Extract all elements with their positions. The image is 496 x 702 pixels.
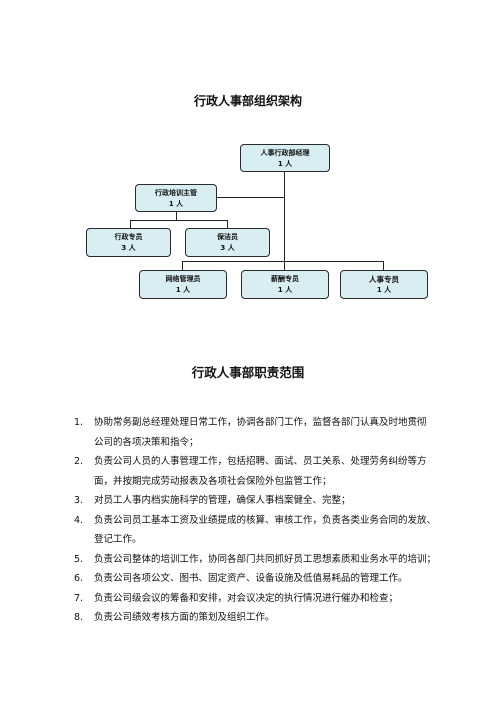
list-item: 8. 负责公司绩效考核方面的策划及组织工作。: [74, 608, 466, 628]
connector-line: [182, 261, 384, 262]
connector-line: [130, 220, 228, 221]
list-item-number: 4.: [74, 514, 84, 526]
connector-line: [130, 220, 131, 228]
org-node-title: 人事专员: [369, 275, 399, 284]
list-item-text: 登记工作。: [94, 534, 142, 545]
org-node-count: 3 人: [220, 244, 235, 252]
list-item-text: 负责公司级会议的筹备和安排，对会议决定的执行情况进行催办和检查；: [94, 592, 399, 604]
list-item: 3. 对员工人事内档实施科学的管理，确保人事档案健全、完整；: [74, 491, 466, 511]
list-item-number: 5.: [74, 553, 84, 565]
list-item-text: 负责公司各项公文、图书、固定资产、设备设施及低值易耗品的管理工作。: [94, 573, 408, 584]
list-item: 2. 负责公司人员的人事管理工作，包括招聘、面试、员工关系、处理劳务纠纷等方 面…: [74, 452, 466, 491]
list-item: 1. 协助常务副总经理处理日常工作，协调各部门工作，监督各部门认真及时地贯彻 公…: [74, 413, 466, 452]
list-item-number: 8.: [74, 612, 84, 623]
list-item: 6. 负责公司各项公文、图书、固定资产、设备设施及低值易耗品的管理工作。: [74, 569, 466, 589]
org-node-count: 1 人: [277, 160, 293, 168]
org-node-count: 1 人: [376, 286, 392, 294]
connector-line: [383, 261, 384, 270]
org-node-count: 1 人: [175, 286, 191, 294]
org-node-title: 保洁员: [217, 233, 238, 241]
duties-list: 1. 协助常务副总经理处理日常工作，协调各部门工作，监督各部门认真及时地贯彻 公…: [74, 413, 466, 628]
connector-line: [227, 220, 228, 228]
org-node-title: 网络管理员: [165, 275, 201, 283]
list-item: 5. 负责公司整体的培训工作，协同各部门共同抓好员工思想素质和业务水平的培训；: [74, 550, 466, 570]
org-node-payroll-specialist: 薪酬专员 1 人: [241, 270, 329, 299]
list-item-text: 负责公司员工基本工资及业绩提成的核算、审核工作，负责各类业务合同的发放、: [94, 514, 437, 526]
connector-line: [176, 212, 177, 220]
list-item-text: 负责公司整体的培训工作，协同各部门共同抓好员工思想素质和业务水平的培训；: [94, 553, 437, 565]
list-item-number: 7.: [74, 592, 84, 604]
list-item-number: 1.: [74, 417, 84, 428]
list-item-number: 3.: [74, 495, 84, 506]
list-item-text: 协助常务副总经理处理日常工作，协调各部门工作，监督各部门认真及时地贯彻: [94, 417, 427, 428]
list-item-text: 负责公司绩效考核方面的策划及组织工作。: [94, 612, 275, 623]
connector-line: [284, 171, 285, 261]
list-item-number: 2.: [74, 456, 84, 467]
org-node-title: 人事行政部经理: [260, 149, 310, 157]
list-item-number: 6.: [74, 573, 84, 584]
duties-title: 行政人事部职责范围: [191, 365, 305, 380]
org-node-count: 1 人: [168, 200, 184, 208]
list-item: 7. 负责公司级会议的筹备和安排，对会议决定的执行情况进行催办和检查；: [74, 589, 466, 609]
org-node-title: 薪酬专员: [271, 275, 299, 283]
org-chart-title: 行政人事部组织架构: [193, 94, 302, 108]
org-node-admin-specialist: 行政专员 3 人: [86, 228, 171, 257]
list-item-text: 面，并按期完成劳动报表及各项社会保险外包监管工作；: [94, 475, 332, 487]
org-node-manager: 人事行政部经理 1 人: [240, 144, 330, 172]
org-node-training-supervisor: 行政培训主管 1 人: [135, 184, 217, 212]
list-item-text: 负责公司人员的人事管理工作，包括招聘、面试、员工关系、处理劳务纠纷等方: [94, 456, 427, 467]
org-node-network-admin: 网络管理员 1 人: [139, 270, 227, 299]
list-item-text: 公司的各项决策和指令；: [94, 436, 199, 448]
org-node-cleaner: 保洁员 3 人: [185, 228, 270, 257]
list-item-text: 对员工人事内档实施科学的管理，确保人事档案健全、完整；: [94, 495, 351, 506]
connector-line: [284, 261, 285, 270]
connector-line: [216, 197, 285, 198]
org-node-title: 行政专员: [114, 233, 143, 241]
org-node-count: 1 人: [277, 286, 293, 294]
org-node-count: 3 人: [121, 244, 136, 252]
list-item: 4. 负责公司员工基本工资及业绩提成的核算、审核工作，负责各类业务合同的发放、 …: [74, 511, 466, 550]
connector-line: [182, 261, 183, 270]
org-node-title: 行政培训主管: [155, 189, 197, 197]
org-node-hr-specialist: 人事专员 1 人: [340, 270, 428, 299]
